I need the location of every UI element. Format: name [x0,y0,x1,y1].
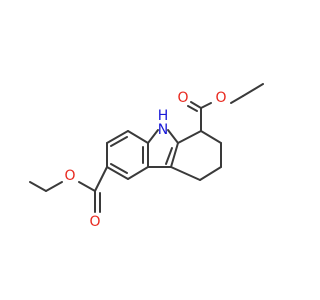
bond-double-inner [110,163,128,174]
bond [200,102,212,109]
bond [177,130,202,144]
bond [242,83,264,97]
bond [170,166,201,181]
bond [127,166,149,180]
benzene-ring [106,130,149,180]
bond-double-inner [165,147,173,165]
oxygen-atom-carbonyl-upper: O [177,90,188,106]
oxygen-atom-ester-lower: O [64,168,75,184]
upper-ester-group [187,83,264,132]
bond [106,130,129,144]
nitrogen-atom-h: H [158,108,169,124]
oxygen-atom-carbonyl-lower: O [89,214,100,230]
bond [199,166,222,181]
bond [78,181,96,192]
bond [200,130,222,144]
bond [190,101,202,109]
bond [106,166,129,180]
bond-double-inner [187,105,198,112]
cyclohexene-ring [170,130,222,181]
pyrrole-ring [147,129,179,168]
bond [230,95,244,104]
bond-double-inner [110,136,128,147]
molecule-canvas: O O H N O O [29,83,264,230]
bond [170,142,179,168]
bond [147,129,159,144]
bond [94,166,108,192]
lower-ester-group [29,166,108,213]
bond [167,129,179,144]
oxygen-atom-ester-upper: O [215,90,226,106]
nitrogen-atom: N [158,122,168,138]
bond [127,130,149,144]
bond [29,181,47,192]
bond [45,181,63,192]
molecule-structure: O O H N O O [29,83,264,230]
